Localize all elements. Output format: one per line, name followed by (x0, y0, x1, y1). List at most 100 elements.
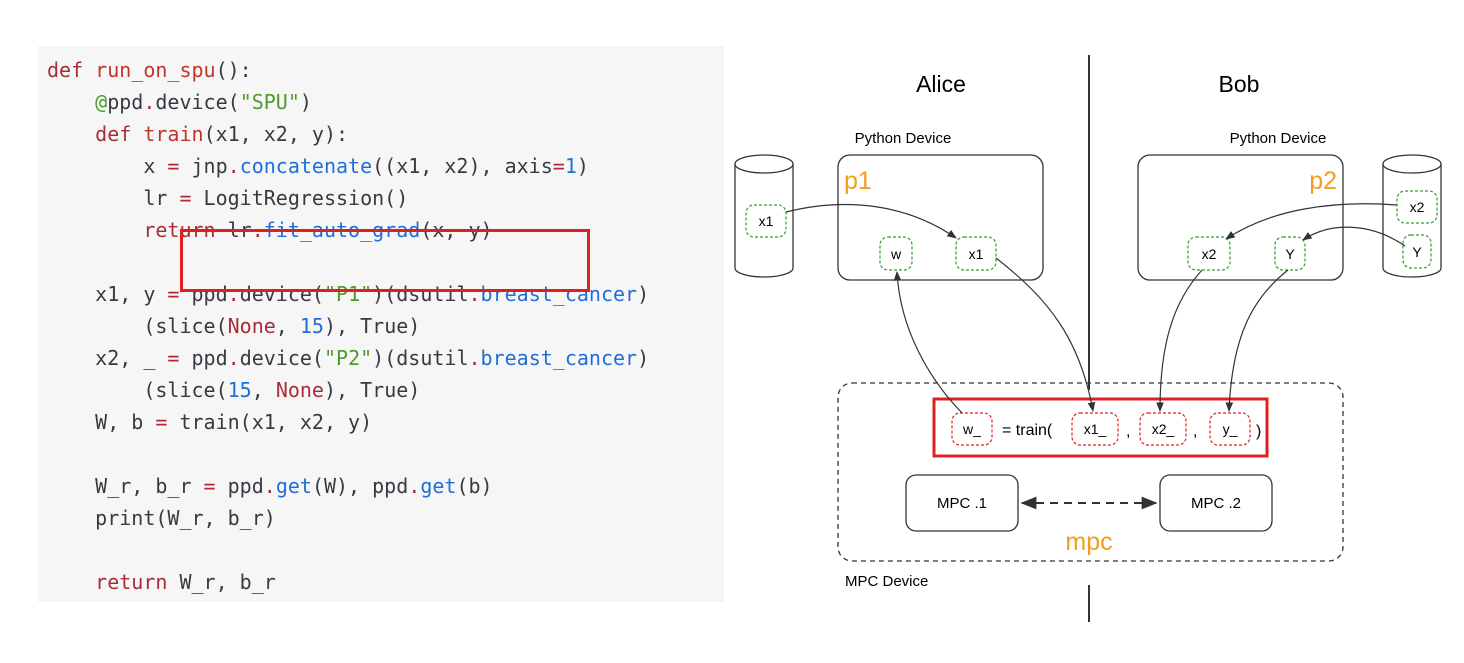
code-token: W, b (47, 410, 156, 434)
code-panel: def run_on_spu(): @ppd.device("SPU") def… (38, 46, 724, 602)
code-line: @ppd.device("SPU") (47, 86, 312, 118)
code-token: jnp (179, 154, 228, 178)
code-token: "SPU" (239, 90, 300, 114)
code-token: . (227, 154, 240, 178)
mpc-label: mpc (1065, 528, 1112, 556)
token-p2-x2: x2 (1187, 236, 1231, 271)
formula-w-token: w_ (951, 412, 993, 446)
python-device-left-label: Python Device (855, 130, 952, 147)
code-token: W_r, b_r (167, 570, 276, 594)
code-token: ) (299, 90, 312, 114)
code-line: def train(x1, x2, y): (47, 118, 348, 150)
code-token: . (468, 282, 481, 306)
p2-label: p2 (1309, 167, 1337, 195)
code-token: W_r, b_r (47, 474, 204, 498)
code-token: @ (95, 90, 108, 114)
code-token: None (227, 314, 276, 338)
code-line: def run_on_spu(): (47, 54, 252, 86)
python-device-right-label: Python Device (1230, 130, 1327, 147)
code-token: device( (239, 346, 324, 370)
code-token: get (275, 474, 312, 498)
code-token: = (167, 282, 180, 306)
code-line: print(W_r, b_r) (47, 502, 276, 534)
code-highlight-box (180, 229, 590, 292)
mpc1-label: MPC .1 (937, 495, 987, 512)
code-line: x1, y = ppd.device("P1")(dsutil.breast_c… (47, 278, 649, 310)
mpc-device-box (837, 382, 1344, 562)
code-token: 1 (564, 154, 577, 178)
code-token: lr (47, 186, 180, 210)
code-token: device( (155, 90, 240, 114)
svg-text:Y: Y (1412, 244, 1422, 260)
code-token: = (179, 186, 192, 210)
code-token: . (227, 282, 240, 306)
svg-text:w_: w_ (962, 421, 981, 437)
code-token: , (275, 314, 300, 338)
mpc1-box (905, 474, 1019, 532)
code-token: , (251, 378, 276, 402)
arrow-db-x1-to-p1-x1 (785, 203, 957, 239)
code-token: )(dsutil (372, 346, 469, 370)
code-token: 15 (227, 378, 252, 402)
code-token: None (275, 378, 324, 402)
train-formula-highlight (932, 397, 1269, 458)
code-token: get (420, 474, 457, 498)
code-token: "P1" (323, 282, 373, 306)
arrow-p1-x1-to-formula (995, 257, 1096, 412)
svg-text:x1: x1 (969, 246, 984, 262)
code-line: x = jnp.concatenate((x1, x2), axis=1) (47, 150, 589, 182)
code-token: (slice( (47, 378, 228, 402)
arrow-db-x2-to-p2-x2 (1225, 203, 1398, 240)
code-token: train (143, 122, 204, 146)
formula-x1-token: x1_ (1071, 412, 1119, 446)
code-token: . (143, 90, 156, 114)
code-token: return (47, 570, 168, 594)
mpc-device-label: MPC Device (845, 573, 928, 590)
code-token: )(dsutil (372, 282, 469, 306)
code-token: print(W_r, b_r) (47, 506, 276, 530)
code-token: . (263, 474, 276, 498)
code-token: breast_cancer (480, 282, 638, 306)
formula-train-call: = train( (1002, 422, 1053, 439)
svg-text:x1_: x1_ (1084, 421, 1107, 437)
code-token: . (408, 474, 421, 498)
code-token: = (552, 154, 565, 178)
code-line: (slice(None, 15), True) (47, 310, 420, 342)
code-token: x (47, 154, 168, 178)
code-token: (W), ppd (311, 474, 409, 498)
svg-text:w: w (890, 246, 902, 262)
code-token: ), True) (323, 314, 421, 338)
code-line: x2, _ = ppd.device("P2")(dsutil.breast_c… (47, 342, 649, 374)
svg-text:x2: x2 (1410, 199, 1425, 215)
code-token: ) (637, 346, 650, 370)
formula-comma-1: , (1126, 423, 1130, 440)
token-bob-db-y: Y (1402, 234, 1432, 269)
code-token: . (468, 346, 481, 370)
arrow-db-y-to-p2-y (1302, 226, 1406, 247)
code-token: device( (239, 282, 324, 306)
token-p1-w: w (879, 236, 913, 271)
code-token: = (203, 474, 216, 498)
code-token: (b) (456, 474, 493, 498)
code-token: (x1, x2, y): (203, 122, 349, 146)
code-token: . (227, 346, 240, 370)
code-token: x2, _ (47, 346, 168, 370)
code-token: def (95, 122, 144, 146)
code-token: train(x1, x2, y) (167, 410, 373, 434)
code-token: concatenate (239, 154, 373, 178)
code-line: W_r, b_r = ppd.get(W), ppd.get(b) (47, 470, 493, 502)
mpc2-label: MPC .2 (1191, 495, 1241, 512)
code-token: LogitRegression() (191, 186, 409, 210)
code-token: = (167, 154, 180, 178)
svg-text:x1: x1 (759, 213, 774, 229)
token-p2-y: Y (1274, 236, 1306, 271)
code-token: (slice( (47, 314, 228, 338)
code-token: run_on_spu (95, 58, 216, 82)
code-token: = (155, 410, 168, 434)
code-token: = (167, 346, 180, 370)
arrow-p2-y-to-formula (1225, 269, 1289, 412)
mpc2-box (1159, 474, 1273, 532)
code-line: W, b = train(x1, x2, y) (47, 406, 372, 438)
code-token: ppd (215, 474, 264, 498)
